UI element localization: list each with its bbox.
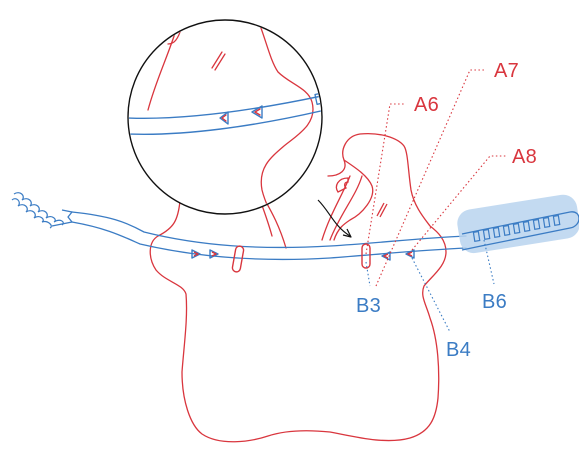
leader-a6 [365, 103, 406, 255]
strap-slot-left [231, 245, 245, 273]
callout-a8: A8 [512, 146, 537, 168]
callout-b3: B3 [356, 295, 381, 317]
strap-clips [191, 249, 415, 261]
tongue-slot [376, 202, 388, 218]
strap-perforations [472, 214, 561, 242]
strap-twisted-end [11, 192, 73, 229]
callout-b6: B6 [482, 291, 507, 313]
leader-b4 [411, 257, 451, 333]
detail-magnifier [127, 19, 323, 215]
foot-outline [149, 132, 447, 443]
leader-lines [365, 69, 506, 333]
strap [67, 211, 467, 261]
callout-b4: B4 [446, 339, 471, 361]
hook-mark [335, 177, 349, 193]
callout-a6: A6 [414, 94, 439, 116]
leader-a8 [411, 155, 506, 251]
callout-a7: A7 [494, 60, 519, 82]
leader-b3 [365, 261, 371, 287]
detail-arrow [317, 199, 352, 238]
strap-slot-a6 [361, 243, 371, 269]
